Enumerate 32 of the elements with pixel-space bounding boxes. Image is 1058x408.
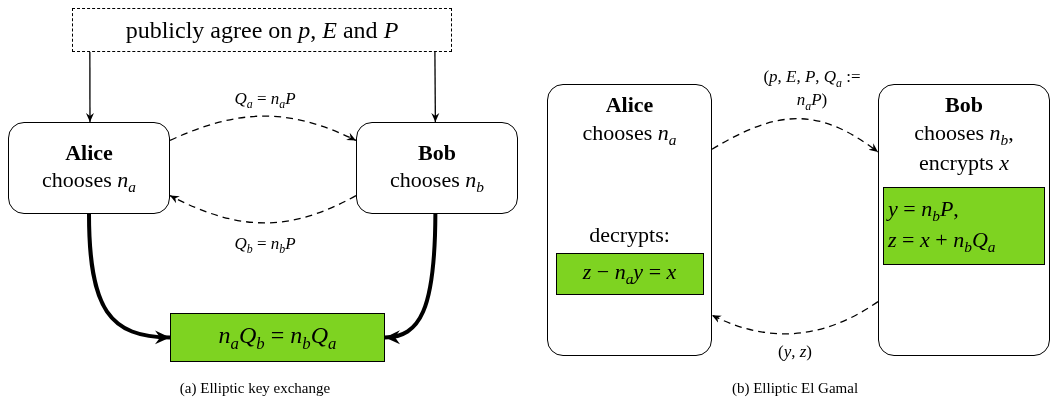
- arrow: [431, 51, 440, 123]
- arrow: [711, 300, 879, 335]
- node-text: decrypts:: [588, 221, 671, 249]
- node-text: z − n$_{a}$y = x: [581, 258, 678, 289]
- party-box: [8, 122, 170, 214]
- arrow: [85, 51, 94, 123]
- node-text: n$_{a}$Q$_{b}$ = n$_{b}$Q$_{a}$: [217, 321, 338, 355]
- node-text: publicly agree on p, E and P: [124, 16, 400, 45]
- node-text: chooses n$_{b}$: [389, 166, 485, 198]
- result-box: [555, 252, 704, 295]
- party-name: Bob: [417, 138, 457, 167]
- arrow: [384, 213, 438, 344]
- party-name: Alice: [604, 91, 655, 119]
- party-name: Alice: [64, 138, 114, 167]
- result-box: [883, 186, 1045, 265]
- figure-caption: (a) Elliptic key exchange: [179, 380, 331, 397]
- arrow: [169, 194, 357, 224]
- party-box: [356, 122, 518, 214]
- node-text: chooses n$_{a}$: [581, 118, 678, 150]
- figure-caption: (b) Elliptic El Gamal: [731, 380, 859, 397]
- node-text: z = x + n$_{b}$Q$_{a}$: [887, 225, 997, 257]
- node-text: chooses n$_{b}$, encrypts x: [913, 118, 1015, 177]
- node-text: y = n$_{b}$P,: [885, 195, 960, 226]
- arrow: [87, 213, 171, 344]
- arrow: [169, 115, 357, 142]
- result-box: [170, 313, 385, 362]
- party-box: [878, 84, 1050, 356]
- node-text: chooses n$_{a}$: [41, 166, 137, 198]
- party-name: Bob: [944, 91, 984, 119]
- dashed-box: [72, 8, 452, 52]
- arrow: [711, 118, 879, 153]
- party-box: [547, 84, 712, 356]
